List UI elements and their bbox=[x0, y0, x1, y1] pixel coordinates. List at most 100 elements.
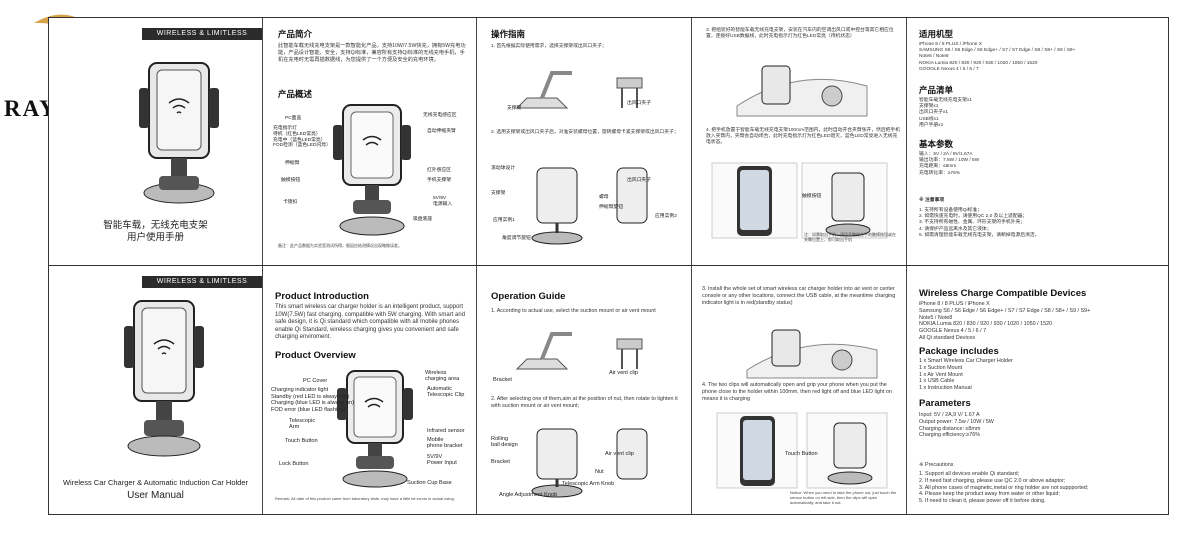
en-label-ir: Infrared sensor bbox=[427, 428, 465, 434]
en-touch-label: Touch Button bbox=[785, 451, 818, 457]
cn-op2-bracket: 支撑架 bbox=[491, 191, 506, 196]
en-label-suction: Suction Cup Base bbox=[407, 480, 452, 486]
en-label-indicator-note: Standby (red LED is always on) Charging … bbox=[271, 394, 355, 413]
en-cover-panel: WIRELESS & LIMITLESS Wireless Car Charge… bbox=[49, 266, 263, 514]
cn-step4-images bbox=[711, 162, 888, 239]
cn-compat-line: NOKIA Lumia 820 / 830 / 920 / 930 / 1020… bbox=[919, 60, 1038, 66]
cn-operation-panel: 操作指南 1. 首先根据实际使用需求，选择支撑架或出风口夹子； 支撑架 出风口夹… bbox=[477, 18, 692, 266]
cn-op2-knob2: 角度调节旋钮 bbox=[502, 236, 531, 241]
cn-compat-line: GOOGLE Nexus 4 / 5 / 6 / 7 bbox=[919, 66, 979, 72]
en-label-wireless-area: Wireless charging area bbox=[425, 370, 460, 383]
en-op-assembly-image bbox=[531, 428, 648, 498]
cn-label-suction: 吸盘底座 bbox=[413, 217, 433, 222]
cn-op-assembly-image bbox=[531, 167, 648, 245]
en-label-bracket: Mobile phone bracket bbox=[427, 437, 463, 450]
cn-cover-band: WIRELESS & LIMITLESS bbox=[142, 28, 262, 40]
cn-params-line: 输入：5V / 2A / 9V/1.67A bbox=[919, 152, 973, 157]
en-step4-note: Notice: When you need to take the phone … bbox=[790, 490, 897, 505]
en-label-indicator: Charging indicator light bbox=[271, 387, 329, 393]
en-op2-nut: Nut bbox=[595, 469, 604, 475]
en-compat-line: NOKIA Lumia 820 / 830 / 920 / 930 / 1020… bbox=[919, 321, 1053, 328]
cn-step3-car-image bbox=[736, 65, 868, 117]
en-precaution-line: 4. Please keep the product away from wat… bbox=[919, 491, 1060, 498]
cn-label-power2: 电源输入 bbox=[433, 202, 453, 207]
cn-precaution-line: 4. 请保护产品远离水及其它液体； bbox=[919, 226, 992, 232]
cn-params-list: 输入：5V / 2A / 9V/1.67A 输出功率：7.5W / 10W / … bbox=[919, 152, 979, 177]
en-params-list: Input: 5V / 2A,9 V/ 1.67 A Output power:… bbox=[919, 412, 994, 439]
en-compat-title: Wireless Charge Compatible Devices bbox=[919, 288, 1087, 299]
cn-params-line: 充电距离：≤8mm bbox=[919, 164, 957, 170]
en-package-line: 1 x Smart Wireless Car Charger Holder bbox=[919, 358, 1013, 364]
en-compat-line: Samsung S6 / S6 Edge / S6 Edge+ / S7 / S… bbox=[919, 307, 1091, 314]
en-step4: 4. The two clips will automatically open… bbox=[702, 382, 892, 402]
cn-compat-line: Note5 / Note8 bbox=[919, 54, 949, 60]
en-op-step2: 2. After selecting one of them,aim at th… bbox=[491, 396, 678, 409]
cn-cover-panel: WIRELESS & LIMITLESS 智能车载，无线充电支架 用户使用手册 bbox=[49, 18, 263, 266]
cn-op2-rolling: 滚动球设计 bbox=[491, 166, 515, 171]
cn-overview-note: 备注：此产品数据为实验室测试所得，细因应结测情况出现略微误差。 bbox=[278, 243, 402, 248]
cn-package-title: 产品清单 bbox=[919, 85, 954, 95]
en-label-pc-cover: PC Cover bbox=[303, 378, 328, 384]
cn-label-ir: 红外感应区 bbox=[427, 168, 451, 173]
en-cover-title: Wireless Car Charger & Automatic Inducti… bbox=[62, 478, 249, 487]
cn-op-step1: 1. 首先根据实际使用需求，选择支撑架或出风口夹子； bbox=[491, 44, 607, 49]
cn-package-line: 支撑架x1 bbox=[919, 104, 939, 110]
cn-compat-title: 适用机型 bbox=[919, 29, 954, 39]
en-package-line: 1 x Air Vent Mount bbox=[919, 371, 963, 378]
en-precaution-line: 5. If need to clean it, please power off… bbox=[919, 498, 1046, 505]
en-cover-subtitle: User Manual bbox=[127, 490, 184, 501]
cn-step4: 4. 把手机放置于智能车载无线充电支架100mm范围内，此时自动开合夹臂张开，然… bbox=[706, 128, 901, 146]
en-overview-product-image bbox=[337, 370, 413, 488]
cn-op-title: 操作指南 bbox=[491, 29, 526, 39]
en-params-line: Output power: 7.5w / 10W / 5W bbox=[919, 418, 994, 425]
cn-precautions-list: 1. 支持所有设备使用Qi标准； 2. 如需快速充电时，请使用QC 2.0 及以… bbox=[919, 208, 1039, 239]
chinese-manual-sheet: WIRELESS & LIMITLESS 智能车载，无线充电支架 用户使用手册 … bbox=[48, 17, 1169, 267]
en-op2-bracket: Bracket bbox=[491, 459, 510, 465]
en-package-line: 1 x USB Cable bbox=[919, 378, 955, 385]
en-label-arm: Telescopic Arm bbox=[289, 418, 316, 431]
en-step3-car-image bbox=[746, 329, 878, 379]
en-label-lock: Lock Button bbox=[279, 461, 309, 467]
cn-label-lock: 卡锁扣 bbox=[283, 200, 298, 205]
cn-package-line: 出风口夹子x1 bbox=[919, 110, 949, 116]
en-params-line: Charging efficiency:≥76% bbox=[919, 432, 980, 439]
en-operation-panel: Operation Guide 1. According to actual u… bbox=[477, 266, 692, 514]
english-manual-sheet: WIRELESS & LIMITLESS Wireless Car Charge… bbox=[48, 265, 1169, 515]
cn-cover-product-image bbox=[139, 62, 219, 204]
en-step4-images bbox=[716, 412, 888, 489]
cn-op2-knob: 伸缩臂旋钮 bbox=[599, 205, 623, 210]
en-precautions-title: ※ Precautions bbox=[919, 462, 954, 468]
cn-compat-line: iPhone 8 / 8 PLUS / iPhone X bbox=[919, 42, 982, 47]
cn-op-mounts-image bbox=[515, 71, 643, 109]
cn-specs-panel: 适用机型 iPhone 8 / 8 PLUS / iPhone X SAMSUN… bbox=[907, 18, 1170, 266]
cn-compat-list: iPhone 8 / 8 PLUS / iPhone X SAMSUNG S6 … bbox=[919, 42, 1075, 73]
en-compat-line: Note5 / Note8 bbox=[919, 314, 953, 321]
en-package-list: 1 x Smart Wireless Car Charger Holder 1 … bbox=[919, 358, 1013, 392]
cn-step3: 3. 把组装好的智能车载无线充电支架，安装在汽车内的空调出风口或中控台等其它相应… bbox=[706, 28, 894, 40]
cn-op2-nut: 螺母 bbox=[599, 195, 609, 200]
en-params-title: Parameters bbox=[919, 398, 971, 409]
cn-label-wireless-area: 无线充电感应区 bbox=[423, 113, 457, 118]
en-op-mounts-image bbox=[515, 332, 643, 370]
en-params-line: Input: 5V / 2A,9 V/ 1.67 A bbox=[919, 412, 980, 418]
cn-precaution-line: 3. 不支持所有磁性、金属、环形支架的手机外壳； bbox=[919, 220, 1026, 226]
en-compat-list: iPhone 8 / 8 PLUS / iPhone X Samsung S6 … bbox=[919, 301, 1090, 342]
cn-op-step2: 2. 选用支撑架或出风口夹子后，对准安装螺母位置，旋转螺母卡紧支撑架或出风口夹子… bbox=[491, 130, 679, 135]
cn-precaution-line: 2. 如需快速充电时，请使用QC 2.0 及以上适配器； bbox=[919, 214, 1028, 220]
cn-label-power: 5V/9V bbox=[433, 196, 447, 201]
cn-params-title: 基本参数 bbox=[919, 139, 954, 149]
en-precaution-line: 2. If need fast charging, please use QC … bbox=[919, 477, 1066, 484]
en-package-line: 1 x Suction Mount bbox=[919, 364, 963, 371]
cn-cover-title: 智能车载，无线充电支架 用户使用手册 bbox=[49, 220, 262, 244]
cn-op2-opt1: 应用实例1 bbox=[493, 218, 515, 223]
en-op2-vent: Air vent clip bbox=[605, 451, 634, 457]
cn-step4-note: 注：如需取出手机，请用手触碰左手的触摸按钮或在夹臂位置上，即可取出手机 bbox=[804, 232, 896, 242]
en-precaution-line: 1. Support all devices enable Qi standar… bbox=[919, 471, 1020, 477]
cn-op2-opt2: 应用实例2 bbox=[655, 214, 677, 219]
cn-params-line: 输出功率：7.5W / 10W / 5W bbox=[919, 158, 980, 164]
en-op-step1: 1. According to actual use, select the s… bbox=[491, 308, 656, 314]
cn-overview-title: 产品概述 bbox=[278, 89, 313, 99]
cn-label-pc-cover: PC面盖 bbox=[285, 116, 302, 121]
en-op2-knob: Telescopic Arm Knob bbox=[562, 481, 615, 487]
en-precaution-line: 3. All phone cases of magnetic,metal or … bbox=[919, 484, 1089, 491]
